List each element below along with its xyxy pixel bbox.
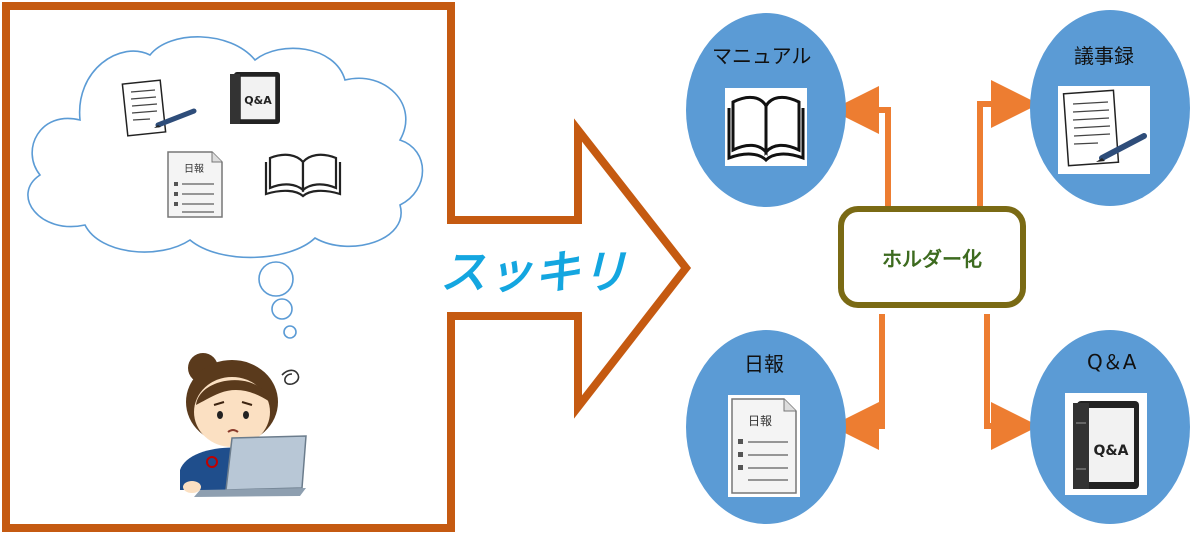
connector-to-qa [984, 314, 1039, 450]
cloud-note-pen-icon [121, 79, 197, 137]
cloud-daily-report-icon: 日報 [167, 151, 223, 218]
node-qa-label: Q＆A [1087, 350, 1137, 374]
folder-node: ホルダー化 [838, 206, 1026, 308]
node-daily-report-icon-box: 日報 [728, 395, 800, 497]
node-manual-icon-box [725, 88, 807, 166]
qa-book-text: Q&A [1094, 443, 1129, 459]
node-qa-icon-box: Q&A [1065, 393, 1147, 495]
node-manual-label: マニュアル [712, 44, 812, 68]
daily-report-sheet-text: 日報 [748, 414, 772, 428]
cloud-qa-book-icon: Q&A [230, 72, 280, 124]
cloud-daily-report-text: 日報 [184, 163, 204, 175]
open-book-icon [727, 95, 805, 163]
connector-to-manual [831, 86, 891, 206]
connector-to-daily [831, 314, 885, 450]
folder-node-label: ホルダー化 [882, 246, 982, 271]
thought-bubble-large [258, 261, 294, 297]
daily-report-sheet-icon: 日報 [731, 398, 797, 494]
cloud-qa-book-text: Q&A [244, 94, 272, 107]
worried-person-illustration [180, 353, 307, 497]
node-daily-report-label: 日報 [744, 352, 784, 376]
node-minutes-icon-box [1058, 86, 1150, 174]
qa-book-icon: Q&A [1073, 401, 1139, 489]
note-pen-icon [1062, 89, 1147, 167]
thought-bubble-small [283, 325, 297, 339]
connector-lines [831, 80, 1039, 450]
arrow-text: スッキリ [440, 245, 628, 299]
node-minutes-label: 議事録 [1074, 44, 1134, 68]
connector-to-minutes [977, 80, 1039, 206]
cloud-open-book-icon [264, 153, 342, 198]
before-illustration: Q&A 日報 [2, 2, 692, 532]
thought-bubble-medium [271, 298, 293, 320]
